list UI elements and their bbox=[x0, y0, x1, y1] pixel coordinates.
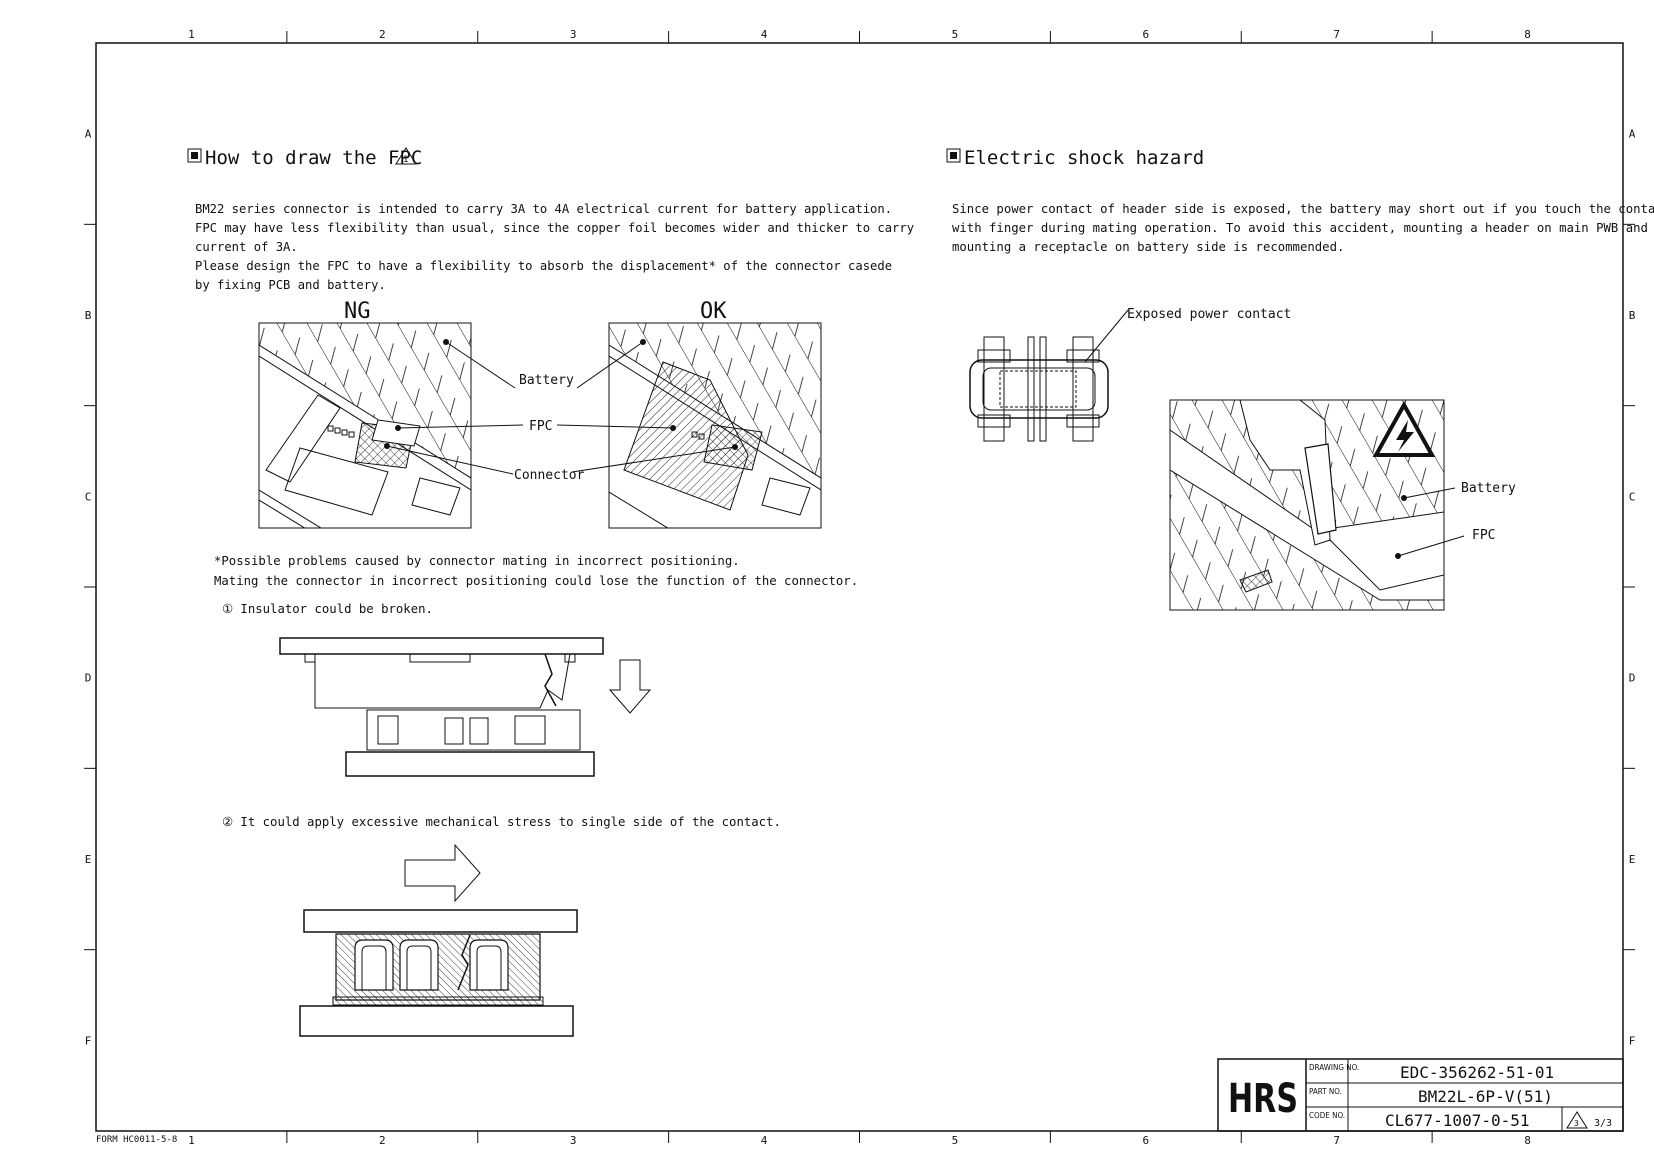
sheet-frame bbox=[84, 31, 1635, 1143]
exposed-contact-label: Exposed power contact bbox=[1127, 307, 1291, 322]
row-label-left: F bbox=[85, 1034, 92, 1047]
column-labels-bottom: 1 2 3 4 5 6 7 8 bbox=[188, 1134, 1531, 1147]
row-label-left: D bbox=[85, 672, 92, 685]
fpc-callouts: Battery FPC Connector bbox=[386, 341, 736, 483]
column-label-top: 4 bbox=[761, 28, 768, 41]
battery-hazard-figure bbox=[1169, 399, 1465, 611]
part-no-label: PART NO. bbox=[1309, 1087, 1342, 1096]
item-1-text: ① Insulator could be broken. bbox=[222, 602, 433, 616]
ng-figure bbox=[258, 322, 472, 529]
row-label-right: D bbox=[1629, 672, 1636, 685]
connector-callout: Connector bbox=[514, 468, 585, 483]
row-label-left: E bbox=[85, 853, 92, 866]
row-labels-right: A B C D E F bbox=[1629, 128, 1636, 1048]
column-label-top: 3 bbox=[570, 28, 577, 41]
high-voltage-warning-icon bbox=[1372, 400, 1436, 457]
fpc-callout: FPC bbox=[529, 419, 552, 434]
row-label-right: C bbox=[1629, 490, 1636, 503]
shock-para-line-2: with finger during mating operation. To … bbox=[952, 221, 1648, 235]
row-label-left: B bbox=[85, 309, 92, 322]
row-label-right: E bbox=[1629, 853, 1636, 866]
mechanical-stress-figure bbox=[299, 843, 578, 1037]
column-label-top: 1 bbox=[188, 28, 195, 41]
right-arrow-icon bbox=[404, 843, 481, 903]
column-label-bottom: 8 bbox=[1524, 1134, 1531, 1147]
column-label-top: 7 bbox=[1333, 28, 1340, 41]
part-number: BM22L-6P-V(51) bbox=[1418, 1087, 1553, 1106]
fpc-description: BM22 series connector is intended to car… bbox=[195, 202, 914, 292]
shock-para-line-3: mounting a receptacle on battery side is… bbox=[952, 240, 1344, 254]
fpc-section-title: How to draw the FPC bbox=[205, 147, 422, 169]
ok-label: OK bbox=[700, 299, 727, 324]
fpc-para-line-4: Please design the FPC to have a flexibil… bbox=[195, 259, 892, 273]
shock-section-title: Electric shock hazard bbox=[964, 147, 1204, 169]
right-section: Electric shock hazard Since power contac… bbox=[946, 147, 1654, 611]
note-line-2: Mating the connector in incorrect positi… bbox=[214, 574, 858, 588]
column-label-bottom: 3 bbox=[570, 1134, 577, 1147]
row-label-left: C bbox=[85, 490, 92, 503]
left-section: How to draw the FPC 1 BM22 series connec… bbox=[187, 147, 914, 1037]
column-label-bottom: 2 bbox=[379, 1134, 386, 1147]
row-label-left: A bbox=[85, 128, 92, 141]
sheet-number: 3/3 bbox=[1594, 1118, 1612, 1129]
drawing-no-label: DRAWING NO. bbox=[1309, 1063, 1359, 1072]
fpc-para-line-3: current of 3A. bbox=[195, 240, 298, 254]
revision-triangle-icon: 3 bbox=[1566, 1111, 1588, 1129]
code-number: CL677-1007-0-51 bbox=[1385, 1111, 1530, 1130]
svg-text:HRS: HRS bbox=[1228, 1076, 1298, 1122]
row-label-right: B bbox=[1629, 309, 1636, 322]
column-label-top: 2 bbox=[379, 28, 386, 41]
ng-label: NG bbox=[344, 299, 371, 324]
note-line-1: *Possible problems caused by connector m… bbox=[214, 554, 740, 568]
fpc-para-line-5: by fixing PCB and battery. bbox=[195, 278, 386, 292]
column-label-bottom: 4 bbox=[761, 1134, 768, 1147]
code-no-label: CODE NO. bbox=[1309, 1111, 1345, 1120]
revision-triangle-icon: 1 bbox=[395, 147, 417, 165]
hazard-battery-label: Battery bbox=[1461, 481, 1516, 496]
fpc-para-line-2: FPC may have less flexibility than usual… bbox=[195, 221, 914, 235]
down-arrow-icon bbox=[608, 659, 652, 714]
svg-text:1: 1 bbox=[403, 155, 408, 165]
column-label-top: 5 bbox=[952, 28, 959, 41]
shock-para-line-1: Since power contact of header side is ex… bbox=[952, 202, 1654, 216]
column-label-bottom: 7 bbox=[1333, 1134, 1340, 1147]
column-label-bottom: 5 bbox=[952, 1134, 959, 1147]
column-label-bottom: 1 bbox=[188, 1134, 195, 1147]
svg-text:3: 3 bbox=[1574, 1119, 1579, 1128]
column-label-bottom: 6 bbox=[1143, 1134, 1150, 1147]
section-box-icon bbox=[946, 148, 961, 163]
row-labels-left: A B C D E F bbox=[85, 128, 92, 1048]
column-label-top: 8 bbox=[1524, 28, 1531, 41]
broken-insulator-figure bbox=[279, 637, 652, 777]
battery-callout: Battery bbox=[519, 373, 574, 388]
row-label-right: F bbox=[1629, 1034, 1636, 1047]
row-label-right: A bbox=[1629, 128, 1636, 141]
section-box-icon bbox=[187, 148, 202, 163]
drawing-number: EDC-356262-51-01 bbox=[1400, 1063, 1554, 1082]
hrs-logo: HRS bbox=[1228, 1076, 1298, 1122]
column-label-top: 6 bbox=[1143, 28, 1150, 41]
hazard-fpc-label: FPC bbox=[1472, 528, 1495, 543]
item-2-text: ② It could apply excessive mechanical st… bbox=[222, 815, 781, 829]
ok-figure bbox=[608, 322, 822, 529]
header-connector-figure bbox=[969, 309, 1129, 442]
title-block: HRS DRAWING NO. PART NO. CODE NO. EDC-35… bbox=[1217, 1058, 1624, 1132]
column-labels-top: 1 2 3 4 5 6 7 8 bbox=[188, 28, 1531, 41]
form-number: FORM HC0011-5-8 bbox=[96, 1135, 177, 1145]
fpc-para-line-1: BM22 series connector is intended to car… bbox=[195, 202, 892, 216]
